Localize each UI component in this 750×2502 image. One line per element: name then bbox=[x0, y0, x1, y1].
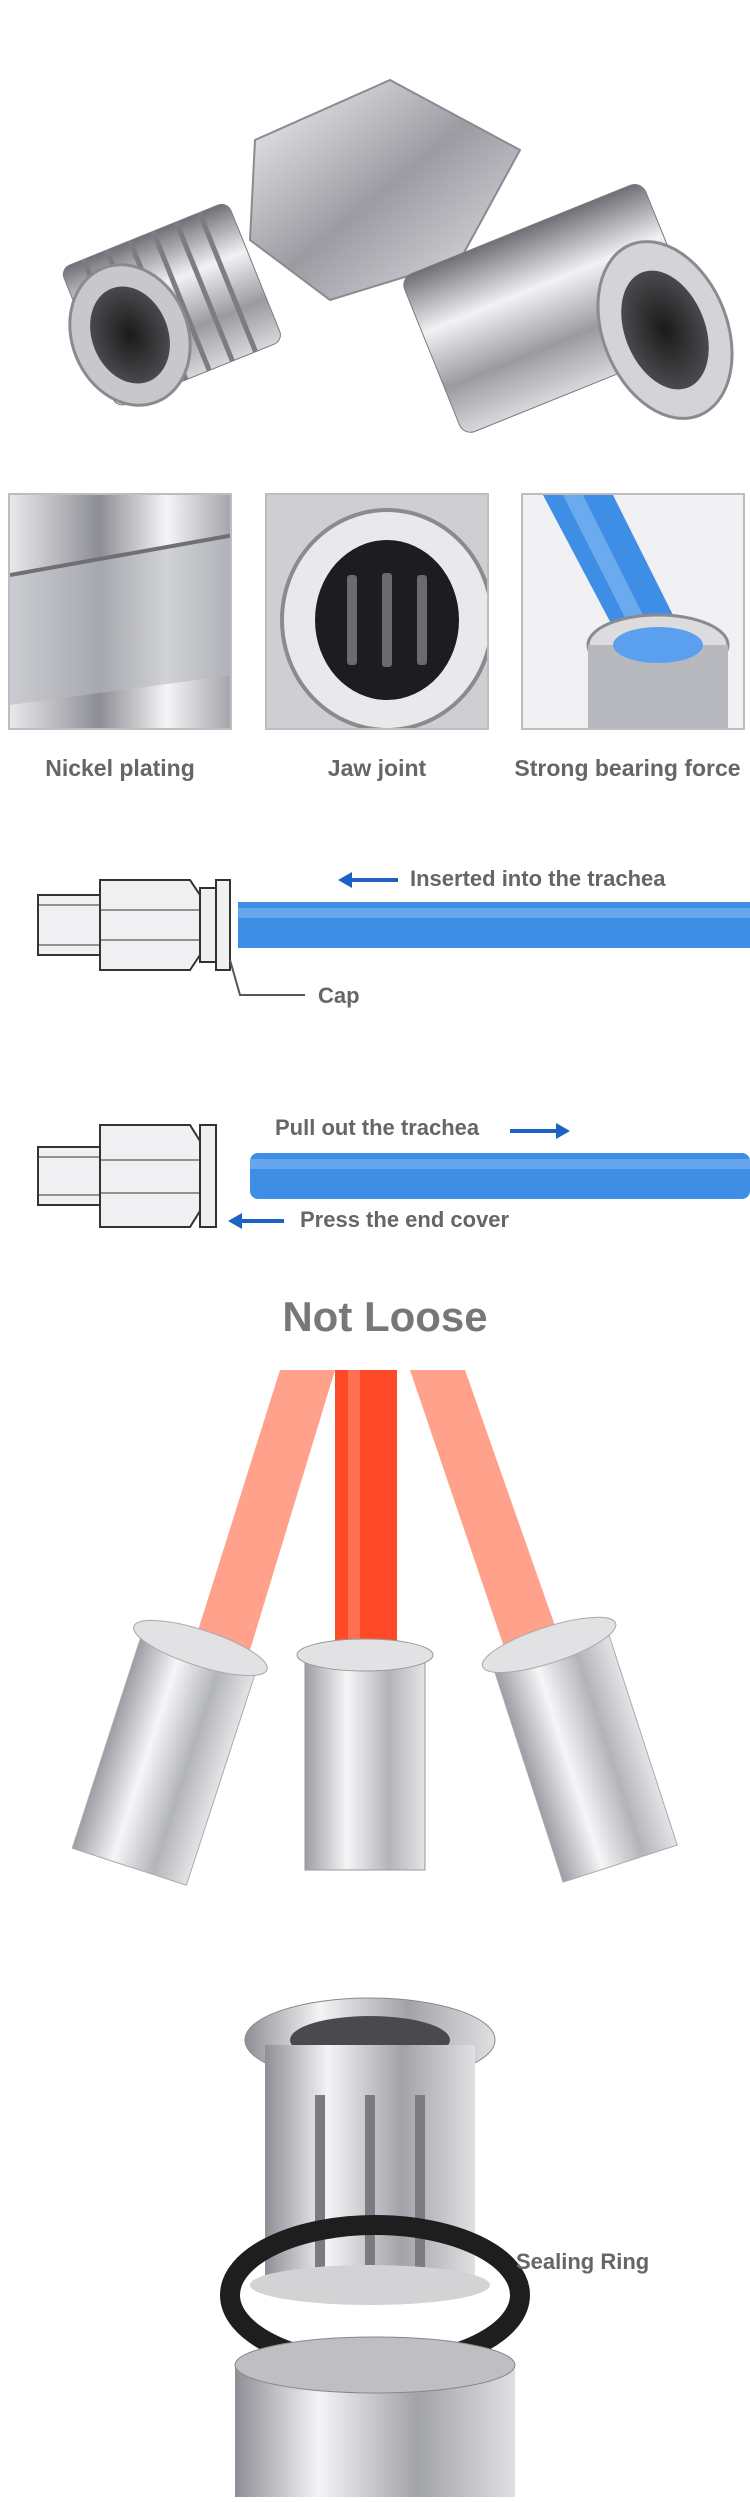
nickel-plating-closeup bbox=[10, 495, 230, 728]
insertion-diagram bbox=[0, 850, 750, 1020]
not-loose-illustration bbox=[0, 1370, 750, 1890]
sealing-ring-illustration bbox=[0, 1985, 750, 2497]
feature-image-nickel-plating bbox=[8, 493, 232, 730]
press-direction-arrow bbox=[228, 1213, 284, 1229]
bearing-force-closeup bbox=[523, 495, 743, 728]
feature-caption-strong-bearing-force: Strong bearing force bbox=[514, 755, 741, 781]
insert-direction-arrow bbox=[338, 872, 398, 888]
feature-caption-jaw-joint: Jaw joint bbox=[327, 755, 427, 781]
feature-image-strong-bearing-force bbox=[521, 493, 745, 730]
three-tubes-fittings bbox=[71, 1370, 678, 1886]
removal-diagram bbox=[0, 1105, 750, 1255]
press-cover-label: Press the end cover bbox=[300, 1207, 510, 1232]
sealing-ring-label: Sealing Ring bbox=[516, 2249, 650, 2274]
fitting-outline-remove bbox=[37, 1124, 750, 1228]
elbow-fitting-illustration bbox=[62, 78, 734, 433]
hero-product-image bbox=[0, 0, 750, 490]
cap-label: Cap bbox=[318, 983, 360, 1008]
feature-caption-nickel-plating: Nickel plating bbox=[45, 755, 195, 781]
insert-label: Inserted into the trachea bbox=[410, 866, 666, 891]
jaw-joint-closeup bbox=[267, 495, 487, 728]
not-loose-title: Not Loose bbox=[282, 1293, 488, 1340]
pull-out-label: Pull out the trachea bbox=[275, 1115, 480, 1140]
pull-direction-arrow bbox=[510, 1123, 570, 1139]
collet-and-oring bbox=[220, 1997, 530, 2497]
feature-image-jaw-joint bbox=[265, 493, 489, 730]
fitting-outline-insert bbox=[37, 879, 750, 996]
